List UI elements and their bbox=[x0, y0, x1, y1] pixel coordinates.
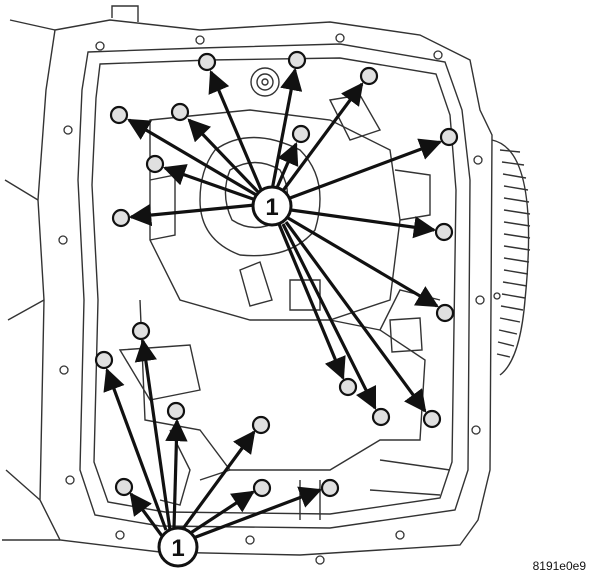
callout-lower-label: 1 bbox=[171, 535, 184, 562]
housing-bolt-holes bbox=[58, 33, 501, 565]
bolt bbox=[111, 208, 131, 228]
bolt bbox=[359, 66, 379, 86]
figure-id: 8191e0e9 bbox=[532, 559, 586, 573]
bolt bbox=[287, 50, 307, 70]
bolt bbox=[114, 477, 134, 497]
bolt bbox=[109, 105, 129, 125]
callout-upper: 1 bbox=[251, 185, 293, 227]
callout-upper-label: 1 bbox=[265, 194, 278, 221]
valve-body-bolts bbox=[94, 50, 459, 498]
bolt bbox=[371, 407, 391, 427]
bolt bbox=[166, 401, 186, 421]
callout-lower: 1 bbox=[157, 526, 199, 568]
bolt bbox=[338, 377, 358, 397]
bolt bbox=[197, 52, 217, 72]
bolt bbox=[251, 415, 271, 435]
bolt bbox=[422, 409, 442, 429]
bolt bbox=[435, 303, 455, 323]
bolt bbox=[94, 350, 114, 370]
bolt bbox=[439, 127, 459, 147]
bolt bbox=[170, 102, 190, 122]
bolt bbox=[252, 478, 272, 498]
bolt bbox=[145, 154, 165, 174]
bolt bbox=[131, 321, 151, 341]
upper-callout-arrows bbox=[127, 67, 443, 413]
transmission-housing bbox=[2, 5, 531, 556]
bolt bbox=[291, 124, 311, 144]
bolt bbox=[434, 222, 454, 242]
bolt bbox=[320, 478, 340, 498]
lower-callout-arrows bbox=[103, 338, 323, 542]
